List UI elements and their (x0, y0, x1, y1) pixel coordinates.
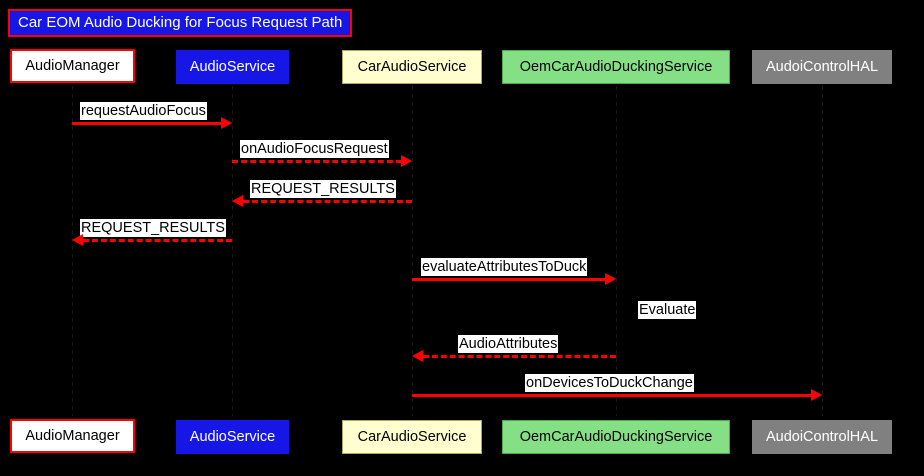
message-label-evaluate-attributes-to-duck: evaluateAttributesToDuck (421, 258, 588, 276)
message-line-on-devices-to-duck-change (412, 394, 812, 397)
participant-oemcaraudioduckingservice-bottom[interactable]: OemCarAudioDuckingService (502, 420, 730, 454)
participant-label: OemCarAudioDuckingService (519, 429, 713, 445)
note-evaluate: Evaluate (638, 301, 697, 319)
participant-label: OemCarAudioDuckingService (519, 59, 713, 75)
participant-caraudioservice-bottom[interactable]: CarAudioService (342, 420, 482, 454)
participant-label: AudioService (189, 429, 276, 445)
lifeline-audioservice (232, 86, 233, 416)
message-label-request-audio-focus: requestAudioFocus (80, 102, 207, 120)
arrowhead-right-icon (605, 273, 616, 285)
participant-label: CarAudioService (357, 429, 467, 445)
participant-audioservice-top[interactable]: AudioService (176, 50, 289, 84)
participant-audiocontrolhal-top[interactable]: AudoiControlHAL (752, 50, 892, 84)
message-line-evaluate-attributes-to-duck (412, 278, 606, 281)
arrowhead-right-icon (811, 389, 822, 401)
arrowhead-left-icon (232, 195, 243, 207)
message-line-request-results-to-audioservice (243, 200, 412, 203)
message-line-audio-attributes (423, 355, 616, 358)
participant-audiomanager-top[interactable]: AudioManager (10, 49, 135, 83)
lifeline-caraudioservice (412, 86, 413, 416)
message-label-on-audio-focus-request: onAudioFocusRequest (240, 140, 389, 158)
arrowhead-left-icon (72, 234, 83, 246)
participant-audiocontrolhal-bottom[interactable]: AudoiControlHAL (752, 420, 892, 454)
diagram-title: Car EOM Audio Ducking for Focus Request … (8, 9, 353, 37)
participant-label: AudoiControlHAL (765, 59, 879, 75)
message-label-on-devices-to-duck-change: onDevicesToDuckChange (525, 374, 694, 392)
arrowhead-right-icon (221, 117, 232, 129)
message-line-on-audio-focus-request (232, 160, 402, 163)
message-label-audio-attributes: AudioAttributes (458, 335, 559, 353)
participant-label: AudioManager (25, 428, 120, 444)
participant-label: AudoiControlHAL (765, 429, 879, 445)
message-line-request-results-to-audiomanager (83, 239, 232, 242)
message-label-request-results-to-audioservice: REQUEST_RESULTS (250, 180, 396, 198)
participant-audioservice-bottom[interactable]: AudioService (176, 420, 289, 454)
participant-oemcaraudioduckingservice-top[interactable]: OemCarAudioDuckingService (502, 50, 730, 84)
participant-audiomanager-bottom[interactable]: AudioManager (10, 419, 135, 453)
participant-label: CarAudioService (357, 59, 467, 75)
lifeline-audiomanager (72, 86, 73, 416)
lifeline-audiocontrolhal (822, 86, 823, 416)
participant-label: AudioService (189, 59, 276, 75)
arrowhead-right-icon (401, 155, 412, 167)
message-label-request-results-to-audiomanager: REQUEST_RESULTS (80, 219, 226, 237)
arrowhead-left-icon (412, 350, 423, 362)
message-line-request-audio-focus (72, 122, 222, 125)
lifeline-oemcaraudioduckingservice (616, 86, 617, 416)
participant-caraudioservice-top[interactable]: CarAudioService (342, 50, 482, 84)
participant-label: AudioManager (25, 58, 120, 74)
